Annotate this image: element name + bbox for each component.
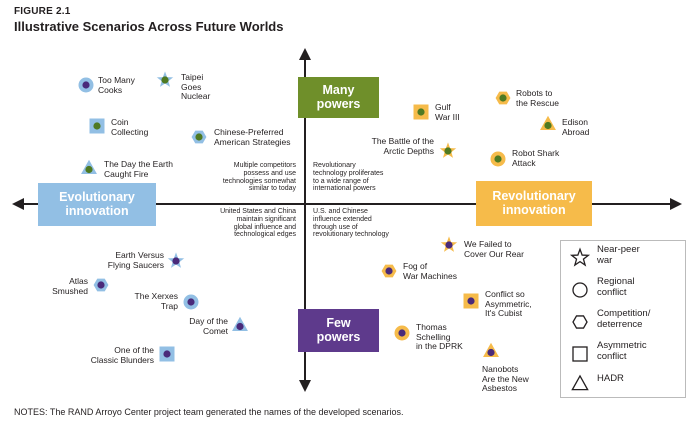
marker-dot: [161, 76, 169, 84]
figure-title: Illustrative Scenarios Across Future Wor…: [14, 19, 284, 34]
quadrant-note-upper-right: Revolutionary technology proliferates to…: [313, 162, 384, 193]
legend: Near-peer war Regional conflict Competit…: [560, 240, 686, 398]
left-arrowhead: [12, 198, 24, 210]
scenario-marker-hexagon-icon: [190, 129, 208, 145]
scenario-label: Thomas Schelling in the DPRK: [416, 322, 463, 352]
figure-notes: NOTES: The RAND Arroyo Center project te…: [14, 407, 404, 417]
marker-dot: [445, 241, 453, 249]
scenario-label: The Battle of the Arctic Depths: [371, 136, 434, 156]
scenario-label: Robot Shark Attack: [512, 148, 560, 168]
marker-dot: [236, 322, 244, 331]
scenario-label: Nanobots Are the New Asbestos: [482, 364, 529, 394]
scenario-label: Robots to the Rescue: [516, 88, 559, 108]
scenario-label: Fog of War Machines: [403, 261, 458, 281]
marker-dot: [97, 281, 105, 289]
legend-item-asymmetric-conflict: Asymmetric conflict: [561, 339, 685, 369]
marker-dot: [417, 108, 425, 116]
quadrant-note-upper-left: Multiple competitors possess and use tec…: [222, 162, 296, 193]
marker-dot: [172, 257, 180, 265]
marker-dot: [444, 147, 452, 155]
scenario-marker-square-icon: [88, 117, 106, 135]
scenario-marker-square-icon: [412, 103, 430, 121]
legend-square-icon: [572, 346, 588, 362]
evolutionary-innovation-box: Evolutionary innovation: [38, 183, 156, 226]
scenario-label: We Failed to Cover Our Rear: [464, 239, 524, 259]
marker-dot: [187, 298, 195, 306]
legend-label: Regional conflict: [597, 276, 635, 298]
scenario-marker-star-icon: [154, 68, 176, 90]
legend-star-icon: [569, 247, 591, 267]
scenario-marker-triangle-icon: [538, 113, 558, 131]
few-powers-box: Few powers: [298, 309, 379, 352]
scenario-label: Atlas Smushed: [52, 276, 88, 296]
scenario-label: The Xerxes Trap: [134, 291, 178, 311]
scenario-marker-star-icon: [437, 139, 459, 161]
scenario-label: Chinese-Preferred American Strategies: [214, 127, 291, 147]
quadrant-note-lower-right: U.S. and Chinese influence extended thro…: [313, 208, 389, 239]
legend-hexagon-icon: [572, 315, 588, 329]
scenario-label: Day of the Comet: [189, 316, 228, 336]
scenario-label: Coin Collecting: [111, 117, 149, 137]
marker-dot: [85, 165, 93, 174]
scenario-marker-hexagon-icon: [92, 277, 110, 293]
legend-shape: [572, 346, 588, 362]
scenario-marker-square-icon: [462, 292, 480, 310]
legend-item-regional-conflict: Regional conflict: [561, 275, 685, 305]
scenario-marker-hexagon-icon: [494, 90, 512, 106]
scenario-label: Earth Versus Flying Saucers: [107, 250, 164, 270]
right-arrowhead: [670, 198, 682, 210]
marker-dot: [195, 133, 203, 141]
scenario-marker-triangle-icon: [481, 340, 501, 358]
scenario-marker-circle-icon: [182, 293, 200, 311]
legend-shape: [572, 282, 588, 298]
figure-label: FIGURE 2.1: [14, 6, 71, 17]
scenario-marker-star-icon: [165, 249, 187, 271]
top-arrowhead: [299, 48, 311, 60]
bottom-arrowhead: [299, 380, 311, 392]
scenario-label: One of the Classic Blunders: [90, 345, 154, 365]
scenario-marker-hexagon-icon: [380, 263, 398, 279]
scenario-marker-circle-icon: [77, 76, 95, 94]
marker-dot: [93, 122, 101, 130]
scenario-marker-star-icon: [438, 233, 460, 255]
legend-label: Competition/ deterrence: [597, 308, 651, 330]
legend-label: Near-peer war: [597, 244, 640, 266]
scenario-label: Taipei Goes Nuclear: [181, 72, 211, 102]
scenario-label: Too Many Cooks: [98, 75, 135, 95]
marker-dot: [163, 350, 171, 358]
legend-shape: [571, 374, 589, 391]
marker-dot: [487, 348, 495, 357]
marker-dot: [494, 155, 502, 163]
marker-dot: [82, 81, 90, 89]
quadrant-note-lower-left: United States and China maintain signifi…: [220, 208, 296, 239]
many-powers-box: Many powers: [298, 77, 379, 118]
marker-dot: [467, 297, 475, 305]
marker-dot: [499, 94, 507, 102]
marker-dot: [544, 121, 552, 130]
legend-shape: [572, 315, 588, 329]
legend-item-near-peer-war: Near-peer war: [561, 243, 685, 273]
scenario-label: Edison Abroad: [562, 117, 590, 137]
legend-shape: [569, 247, 591, 267]
scenario-marker-triangle-icon: [79, 157, 99, 175]
scenario-label: The Day the Earth Caught Fire: [104, 159, 173, 179]
revolutionary-innovation-box: Revolutionary innovation: [476, 181, 592, 226]
scenario-marker-triangle-icon: [230, 314, 250, 332]
marker-dot: [385, 267, 393, 275]
legend-label: HADR: [597, 373, 624, 384]
legend-label: Asymmetric conflict: [597, 340, 647, 362]
marker-dot: [398, 329, 406, 337]
scenario-label: Gulf War III: [435, 102, 460, 122]
scenario-marker-circle-icon: [489, 150, 507, 168]
legend-triangle-icon: [571, 374, 589, 391]
legend-circle-icon: [572, 282, 588, 298]
scenario-marker-square-icon: [158, 345, 176, 363]
legend-item-competition-deterrence: Competition/ deterrence: [561, 307, 685, 337]
scenario-marker-circle-icon: [393, 324, 411, 342]
scenario-label: Conflict so Asymmetric, It's Cubist: [485, 289, 532, 319]
legend-item-hadr: HADR: [561, 369, 685, 399]
